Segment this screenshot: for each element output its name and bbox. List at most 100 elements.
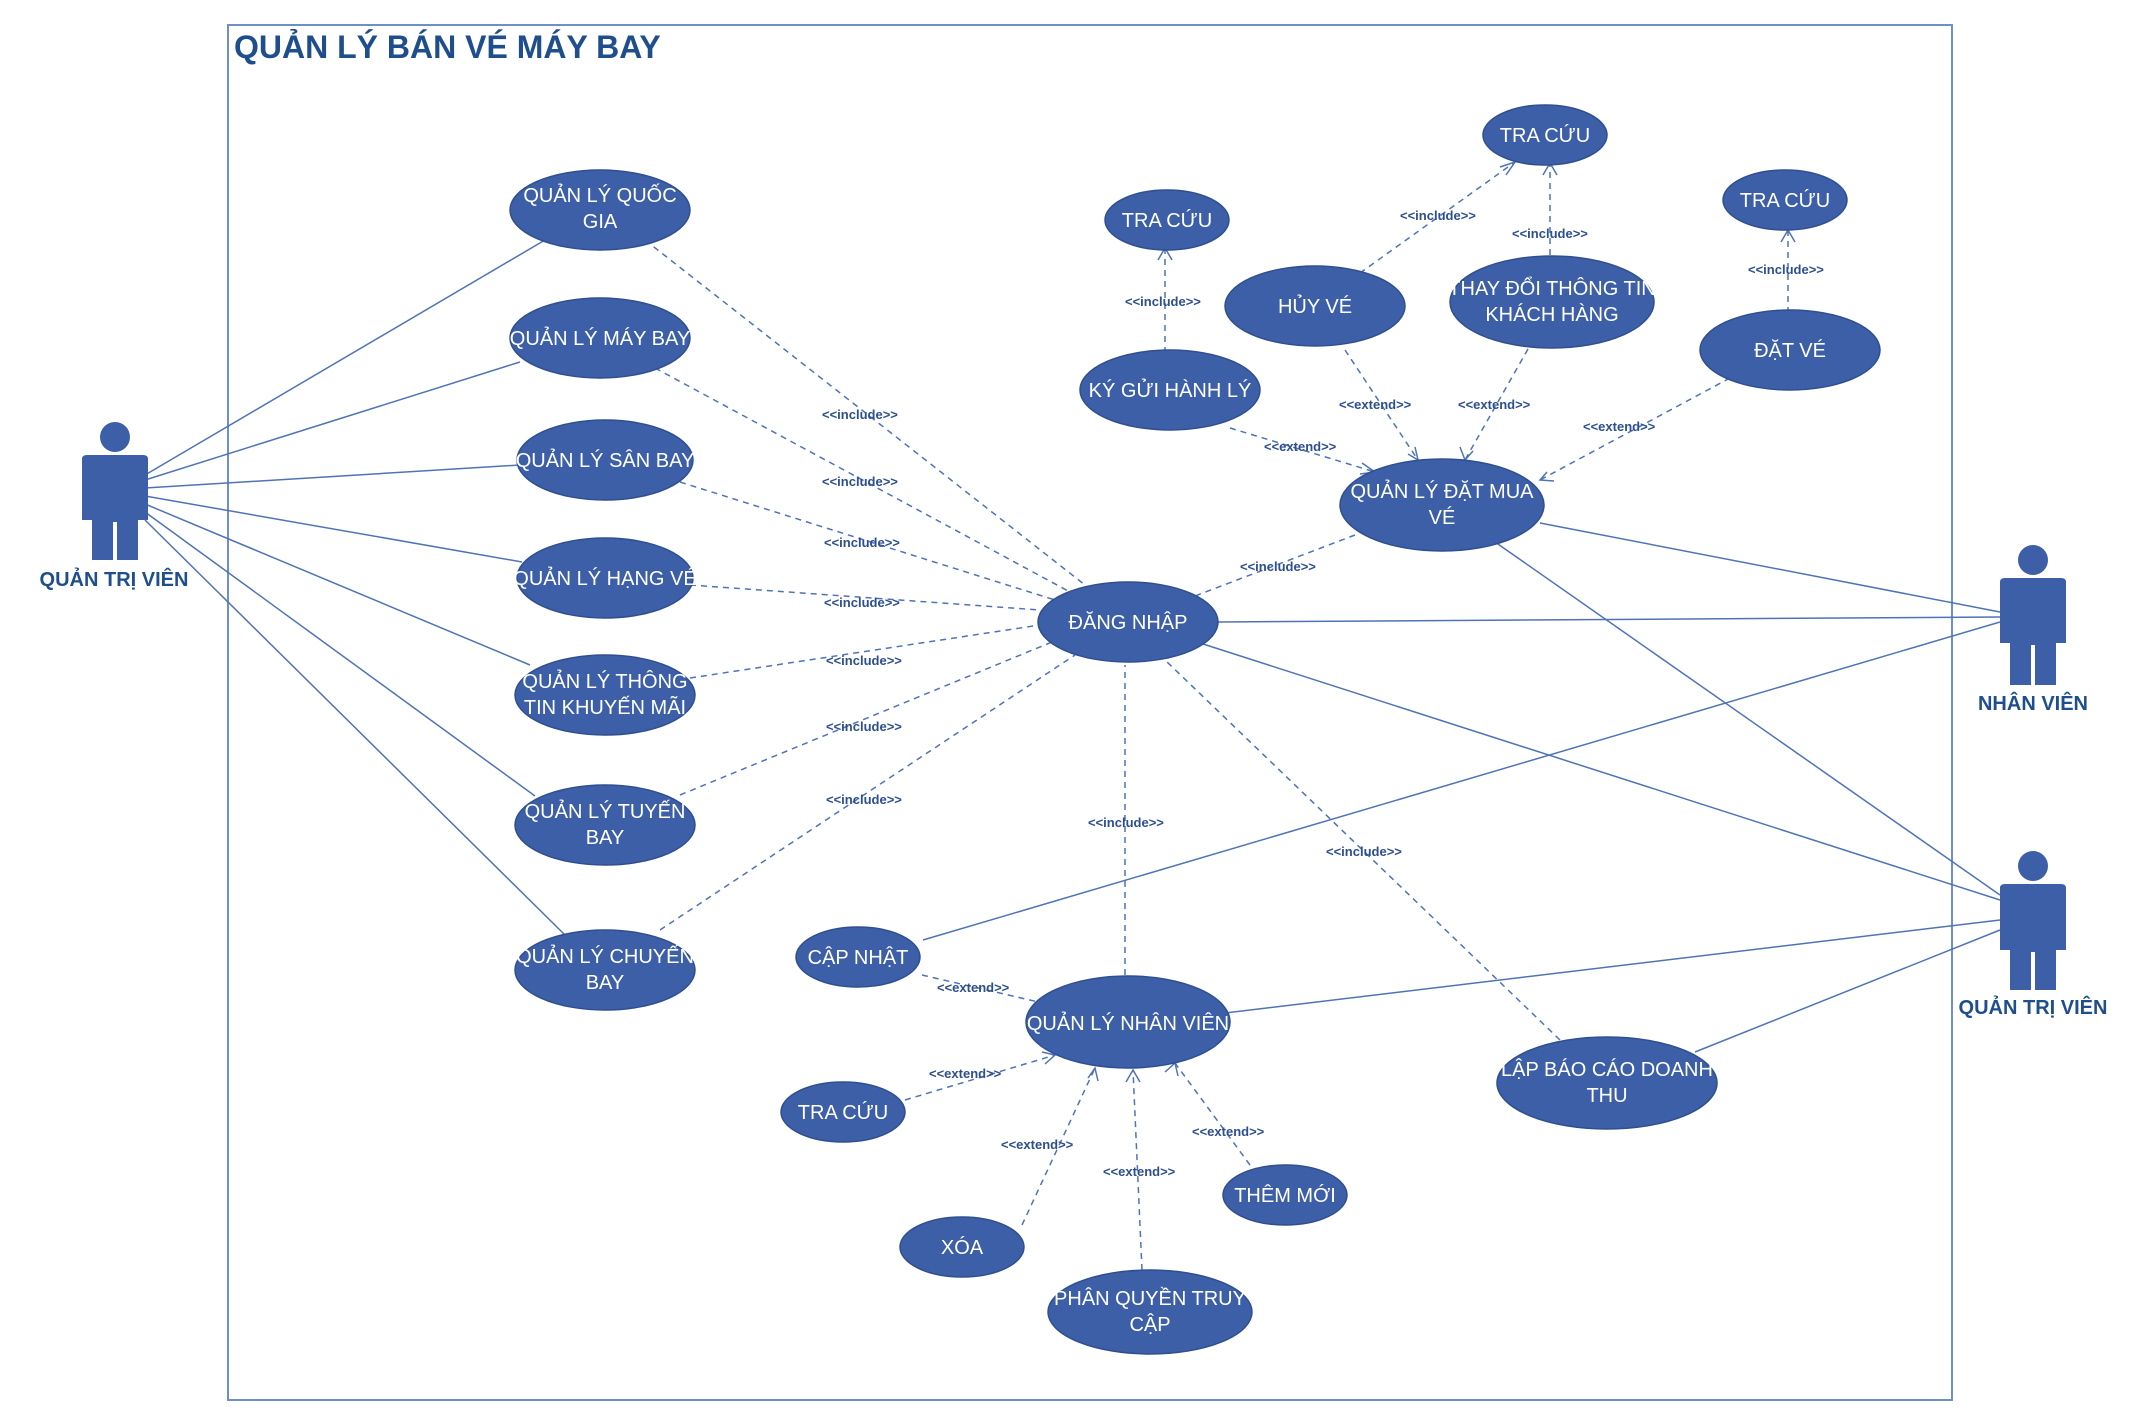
dep-xoa-nhan-vien [1021, 1067, 1096, 1226]
usecase-label: THÊM MỚI [1234, 1184, 1336, 1207]
usecase-tra-cuu-ky-gui[interactable]: TRA CỨU [1104, 189, 1230, 251]
arrowhead [1125, 1068, 1141, 1083]
extend-label: <<extend>> [937, 980, 1010, 995]
usecase-tra-cuu-top[interactable]: TRA CỨU [1482, 104, 1608, 166]
usecase-ql-nhan-vien[interactable]: QUẢN LÝ NHÂN VIÊN [1025, 975, 1231, 1069]
include-label: <<include>> [1240, 559, 1316, 574]
assoc-radmin-dang-nhap [1199, 642, 2001, 901]
usecase-label: THU [1586, 1085, 1627, 1107]
user-icon [82, 422, 148, 560]
extend-label: <<extend>> [1264, 439, 1337, 454]
usecase-label: KHÁCH HÀNG [1485, 303, 1618, 326]
dep-huy-ve-dat-mua [1344, 349, 1419, 461]
usecase-ky-gui-hanh-ly[interactable]: KÝ GỬI HÀNH LÝ [1079, 349, 1261, 431]
include-label: <<include>> [1748, 262, 1824, 277]
dep-chuyen-bay-dang-nhap [659, 654, 1076, 931]
associations [144, 239, 2001, 1053]
usecase-label: QUẢN LÝ ĐẶT MUA [1351, 480, 1535, 503]
usecase-thay-doi-khach-hang[interactable]: THAY ĐỔI THÔNG TIN KHÁCH HÀNG [1448, 255, 1656, 349]
assoc-staff-dang-nhap [1217, 616, 2001, 623]
usecase-label: TRA CỨU [1500, 124, 1590, 147]
actor-label: NHÂN VIÊN [1978, 691, 2088, 715]
actor-staff[interactable]: NHÂN VIÊN [1978, 545, 2088, 715]
actor-label: QUẢN TRỊ VIÊN [1959, 995, 2108, 1019]
assoc-admin-quoc-gia [144, 239, 546, 476]
usecase-label: QUẢN LÝ TUYẾN [525, 800, 686, 823]
usecase-xoa[interactable]: XÓA [899, 1216, 1025, 1278]
user-icon [2000, 545, 2066, 685]
usecase-label: CẬP [1129, 1313, 1170, 1336]
include-label: <<include>> [826, 792, 902, 807]
extend-label: <<extend>> [1339, 397, 1412, 412]
usecase-label: HỦY VÉ [1278, 294, 1352, 318]
dep-cap-nhat-nhan-vien [921, 974, 1061, 1008]
usecase-ql-san-bay[interactable]: QUẢN LÝ SÂN BAY [516, 419, 695, 501]
assoc-admin-hang-ve [144, 495, 523, 563]
extend-label: <<extend>> [1458, 397, 1531, 412]
usecase-phan-quyen[interactable]: PHÂN QUYỀN TRUY CẬP [1047, 1269, 1253, 1355]
usecase-label: TIN KHUYẾN MÃI [524, 695, 686, 719]
include-label: <<include>> [824, 595, 900, 610]
actor-admin-left[interactable]: QUẢN TRỊ VIÊN [40, 422, 189, 591]
diagram-title: QUẢN LÝ BÁN VÉ MÁY BAY [234, 29, 661, 65]
usecase-ql-hang-ve[interactable]: QUẢN LÝ HẠNG VÉ [513, 537, 697, 619]
include-label: <<include>> [1088, 815, 1164, 830]
usecases: QUẢN LÝ QUỐC GIA QUẢN LÝ MÁY BAY QUẢN LÝ… [509, 104, 1881, 1355]
include-label: <<include>> [822, 407, 898, 422]
dep-ky-gui-dat-mua [1229, 427, 1376, 473]
usecase-label: PHÂN QUYỀN TRUY [1054, 1287, 1246, 1310]
assoc-staff-dat-mua-ve [1539, 522, 2001, 613]
usecase-bao-cao-doanh-thu[interactable]: LẬP BÁO CÁO DOANH THU [1496, 1036, 1718, 1130]
usecase-dang-nhap[interactable]: ĐĂNG NHẬP [1037, 581, 1219, 663]
extend-label: <<extend>> [929, 1066, 1002, 1081]
dep-tra-cuu-nhan-vien [904, 1054, 1056, 1101]
assoc-staff-cap-nhat [922, 621, 2001, 941]
assoc-admin-chuyen-bay [144, 519, 566, 936]
actor-admin-right[interactable]: QUẢN TRỊ VIÊN [1959, 851, 2108, 1019]
assoc-radmin-bao-cao [1694, 929, 2001, 1053]
dep-may-bay-dang-nhap [654, 367, 1071, 593]
usecase-label: KÝ GỬI HÀNH LÝ [1089, 378, 1252, 402]
arrowhead [1041, 1051, 1057, 1065]
usecase-ql-tuyen-bay[interactable]: QUẢN LÝ TUYẾN BAY [514, 784, 696, 866]
assoc-admin-san-bay [144, 464, 521, 489]
include-label: <<include>> [1326, 844, 1402, 859]
usecase-label: TRA CỨU [798, 1101, 888, 1124]
usecase-label: TRA CỨU [1740, 189, 1830, 212]
usecase-huy-ve[interactable]: HỦY VÉ [1224, 265, 1406, 347]
dep-khuyen-mai-dang-nhap [689, 624, 1041, 679]
dep-bao-cao-dang-nhap [1164, 659, 1561, 1041]
usecase-tra-cuu-nhan-vien[interactable]: TRA CỨU [780, 1081, 906, 1143]
include-label: <<include>> [822, 474, 898, 489]
usecase-ql-quoc-gia[interactable]: QUẢN LÝ QUỐC GIA [509, 169, 691, 251]
include-label: <<include>> [826, 653, 902, 668]
arrowhead [1087, 1066, 1099, 1082]
usecase-ql-may-bay[interactable]: QUẢN LÝ MÁY BAY [509, 297, 691, 379]
usecase-tra-cuu-dat-ve[interactable]: TRA CỨU [1722, 169, 1848, 231]
usecase-cap-nhat[interactable]: CẬP NHẬT [795, 926, 921, 988]
assoc-admin-may-bay [144, 361, 521, 481]
usecase-label: GIA [583, 211, 618, 233]
include-label: <<include>> [1400, 208, 1476, 223]
include-label: <<include>> [826, 719, 902, 734]
usecase-label: BAY [586, 827, 625, 849]
usecase-ql-khuyen-mai[interactable]: QUẢN LÝ THÔNG TIN KHUYẾN MÃI [514, 654, 696, 736]
extend-label: <<extend>> [1103, 1164, 1176, 1179]
actor-label: QUẢN TRỊ VIÊN [40, 567, 189, 591]
usecase-label: ĐẶT VÉ [1754, 339, 1826, 362]
assoc-radmin-nhan-vien [1224, 919, 2001, 1014]
user-icon [2000, 851, 2066, 990]
extend-label: <<extend>> [1192, 1124, 1265, 1139]
usecase-ql-dat-mua-ve[interactable]: QUẢN LÝ ĐẶT MUA VÉ [1339, 458, 1545, 552]
extend-label: <<extend>> [1583, 419, 1656, 434]
include-label: <<include>> [1512, 226, 1588, 241]
usecase-label: XÓA [941, 1236, 984, 1259]
usecase-dat-ve[interactable]: ĐẶT VÉ [1699, 309, 1881, 391]
usecase-ql-chuyen-bay[interactable]: QUẢN LÝ CHUYẾN BAY [514, 929, 696, 1011]
dep-phan-quyen-nhan-vien [1132, 1069, 1143, 1271]
dep-tuyen-bay-dang-nhap [679, 641, 1053, 796]
usecase-label: CẬP NHẬT [808, 946, 909, 969]
usecase-them-moi[interactable]: THÊM MỚI [1222, 1164, 1348, 1226]
usecase-label: VÉ [1429, 506, 1456, 529]
dep-quoc-gia-dang-nhap [644, 239, 1086, 586]
